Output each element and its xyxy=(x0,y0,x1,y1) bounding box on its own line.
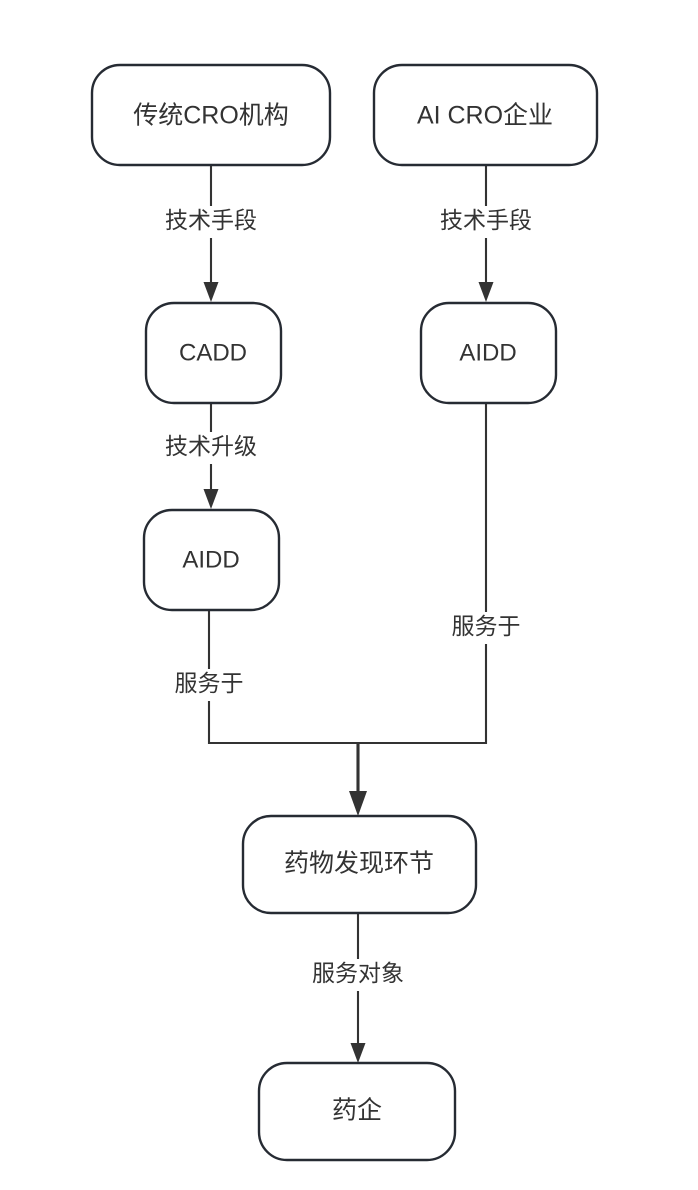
node-label-traditional-cro: 传统CRO机构 xyxy=(133,102,289,130)
node-traditional-cro[interactable]: 传统CRO机构 xyxy=(90,63,332,167)
edge-line xyxy=(358,403,488,745)
node-label-aidd-left: AIDD xyxy=(182,546,239,573)
node-shape[interactable] xyxy=(372,63,599,167)
edge-n3-n5: 技术升级 xyxy=(143,403,279,509)
edge-label-backdrop xyxy=(157,669,261,701)
node-label-cadd: CADD xyxy=(179,339,247,366)
edge-label-backdrop xyxy=(288,959,428,991)
node-ai-cro[interactable]: AI CRO企业 xyxy=(372,63,599,167)
arrow-head-icon xyxy=(203,489,219,509)
arrow-head-icon xyxy=(478,282,494,302)
edge-label-n2-n4: 技术手段 xyxy=(440,207,532,233)
edge-label-backdrop xyxy=(434,612,538,644)
node-label-pharma: 药企 xyxy=(332,1097,382,1125)
edge-label-n1-n3: 技术手段 xyxy=(165,207,257,233)
arrow-head-icon xyxy=(349,791,367,816)
node-drug-discovery[interactable]: 药物发现环节 xyxy=(241,814,478,915)
node-aidd-right[interactable]: AIDD xyxy=(419,301,558,405)
node-shape[interactable] xyxy=(90,63,332,167)
node-shape[interactable] xyxy=(419,301,558,405)
edge-label-n4-n6: 服务于 xyxy=(452,613,521,639)
edge-label-backdrop xyxy=(143,432,279,464)
node-label-aidd-right: AIDD xyxy=(459,339,516,366)
edge-n4-n6: 服务于 xyxy=(358,403,538,745)
node-shape[interactable] xyxy=(257,1061,457,1162)
edge-label-n6-n7: 服务对象 xyxy=(312,960,404,986)
node-shape[interactable] xyxy=(144,301,283,405)
node-cadd[interactable]: CADD xyxy=(144,301,283,405)
node-pharma[interactable]: 药企 xyxy=(257,1061,457,1162)
arrow-head-icon xyxy=(203,282,219,302)
edge-label-backdrop xyxy=(418,206,554,238)
edge-n2-n4: 技术手段 xyxy=(418,165,554,302)
arrow-head-icon xyxy=(350,1043,366,1063)
edge-line xyxy=(207,610,358,745)
edge-label-n5-n6: 服务于 xyxy=(175,670,244,696)
edge-label-backdrop xyxy=(143,206,279,238)
edge-n5-n6: 服务于 xyxy=(157,610,358,745)
edge-n6-n7: 服务对象 xyxy=(288,913,428,1063)
edge-merge-stem xyxy=(349,743,367,816)
node-label-drug-discovery: 药物发现环节 xyxy=(284,850,434,878)
node-aidd-left[interactable]: AIDD xyxy=(142,508,281,612)
edge-n1-n3: 技术手段 xyxy=(143,165,279,302)
node-shape[interactable] xyxy=(142,508,281,612)
node-label-ai-cro: AI CRO企业 xyxy=(417,102,553,130)
edge-label-n3-n5: 技术升级 xyxy=(165,433,257,459)
node-shape[interactable] xyxy=(241,814,478,915)
